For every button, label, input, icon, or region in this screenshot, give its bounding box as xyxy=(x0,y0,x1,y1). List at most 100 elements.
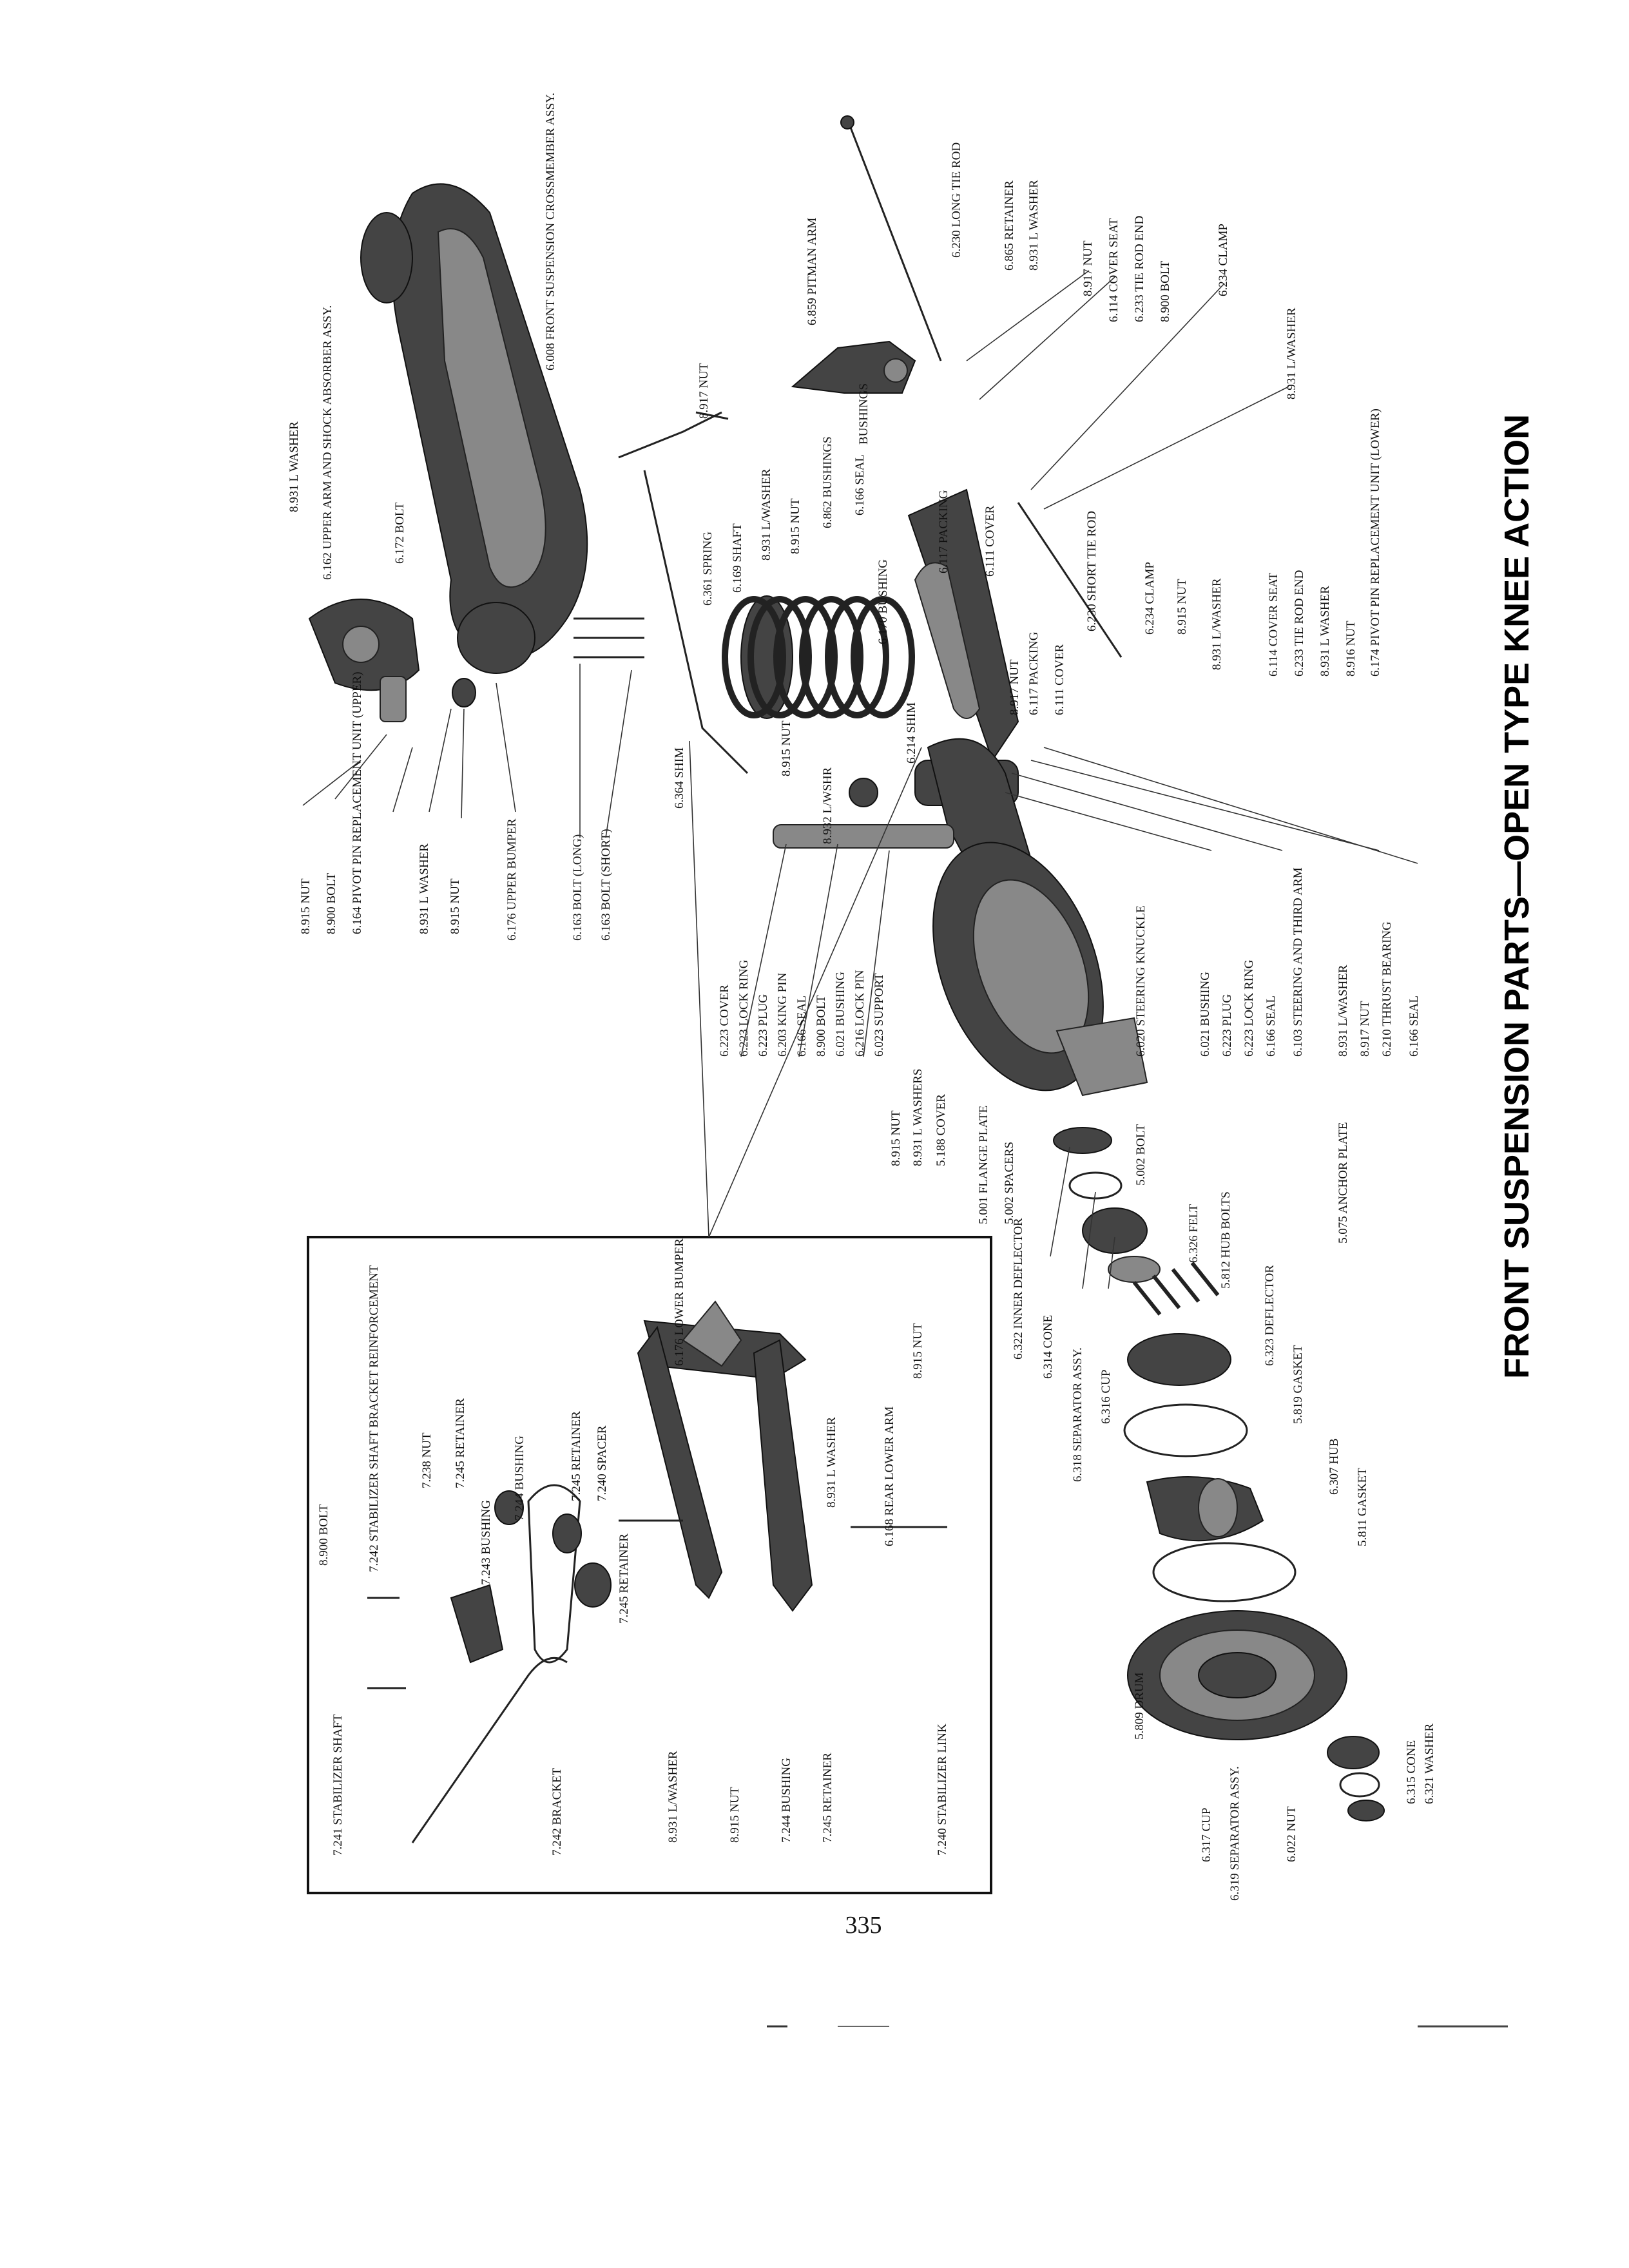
label-8931-l-washer-rm: 8.931 L/WASHER xyxy=(1210,578,1224,670)
label-6319-separator: 6.319 SEPARATOR ASSY. xyxy=(1228,1766,1242,1901)
label-inset-7245-retainer-d: 7.245 RETAINER xyxy=(821,1753,834,1843)
label-6317-cup: 6.317 CUP xyxy=(1200,1808,1213,1862)
label-6166-seal-c: 6.166 SEAL xyxy=(1407,995,1421,1057)
label-6021-bushing-b: 6.021 BUSHING xyxy=(1199,972,1212,1057)
label-8931-l-washer-far: 8.931 L/WASHER xyxy=(1285,307,1298,399)
label-6233-tie-rod-end-b: 6.233 TIE ROD END xyxy=(1293,570,1306,677)
upper-arm-drawing xyxy=(308,599,476,722)
label-inset-7242-reinforcement: 7.242 STABILIZER SHAFT BRACKET REINFORCE… xyxy=(367,1265,381,1572)
label-6164-pivot-pin: 6.164 PIVOT PIN REPLACEMENT UNIT (UPPER) xyxy=(351,672,364,934)
inset-drawing xyxy=(367,1300,947,1843)
label-6203-king-pin: 6.203 KING PIN xyxy=(776,972,789,1057)
label-6214-shim: 6.214 SHIM xyxy=(905,702,918,764)
label-6234-clamp-a: 6.234 CLAMP xyxy=(1217,224,1230,296)
leader-lines xyxy=(302,270,1418,1289)
label-6111-cover-b: 6.111 COVER xyxy=(1053,644,1066,715)
label-6022-nut: 6.022 NUT xyxy=(1285,1806,1298,1862)
label-inset-8915-nut-a: 8.915 NUT xyxy=(911,1323,925,1379)
label-8931-l-washers: 8.931 L WASHERS xyxy=(911,1069,925,1167)
label-6021-bushing-a: 6.021 BUSHING xyxy=(834,972,847,1057)
label-inset-7241-stabilizer-shaft: 7.241 STABILIZER SHAFT xyxy=(331,1714,345,1856)
label-inset-6176-lower-bumper: 6.176 LOWER BUMPER xyxy=(673,1238,686,1366)
label-8931-l-washer-rm2: 8.931 L WASHER xyxy=(1318,586,1332,677)
label-6322-inner-deflector: 6.322 INNER DEFLECTOR xyxy=(1012,1218,1025,1360)
label-6166-seal-k: 6.166 SEAL xyxy=(795,995,809,1057)
label-inset-7240-spacer: 7.240 SPACER xyxy=(595,1425,609,1501)
label-5811-gasket: 5.811 GASKET xyxy=(1356,1468,1369,1546)
label-5188-cover: 5.188 COVER xyxy=(934,1094,948,1166)
label-6223-cover: 6.223 COVER xyxy=(718,985,731,1057)
label-6859-pitman-arm: 6.859 PITMAN ARM xyxy=(805,218,819,325)
label-6862-bushings: 6.862 BUSHINGS xyxy=(821,436,834,528)
label-6114-cover-seat-a: 6.114 COVER SEAT xyxy=(1107,218,1121,322)
label-6316-cup: 6.316 CUP xyxy=(1099,1370,1113,1424)
label-inset-8915-nut-b: 8.915 NUT xyxy=(728,1787,742,1843)
label-8915-nut-b: 8.915 NUT xyxy=(448,878,462,934)
label-8931-l-washer-spring: 8.931 L/WASHER xyxy=(760,468,773,561)
label-8931-l-washer-ru: 8.931 L WASHER xyxy=(1027,180,1041,271)
label-6865-retainer: 6.865 RETAINER xyxy=(1003,180,1016,271)
label-5812-hub-bolts: 5.812 HUB BOLTS xyxy=(1219,1191,1233,1289)
label-6166-seal-a: 6.166 SEAL xyxy=(853,454,867,515)
label-6223-plug-b: 6.223 PLUG xyxy=(1220,994,1234,1057)
label-6210-thrust-bearing: 6.210 THRUST BEARING xyxy=(1380,921,1394,1057)
label-8931-l-washer-b: 8.931 L WASHER xyxy=(418,843,431,934)
label-8915-nut-k: 8.915 NUT xyxy=(780,720,793,776)
label-inset-7244-bushing-a: 7.244 BUSHING xyxy=(513,1436,526,1521)
label-inset-7238-nut: 7.238 NUT xyxy=(420,1432,434,1488)
label-8931-l-washer-a: 8.931 L WASHER xyxy=(287,421,301,512)
label-6361-spring: 6.361 SPRING xyxy=(701,532,715,606)
label-6223-lock-ring-a: 6.223 LOCK RING xyxy=(737,959,751,1057)
label-6234-clamp-b: 6.234 CLAMP xyxy=(1143,562,1157,635)
crossmember-drawing xyxy=(360,183,588,674)
label-6008-crossmember: 6.008 FRONT SUSPENSION CROSSMEMBER ASSY. xyxy=(544,93,557,370)
label-inset-8900-bolt: 8.900 BOLT xyxy=(317,1504,331,1566)
label-6230-short-tie-rod: 6.230 SHORT TIE ROD xyxy=(1085,511,1099,631)
label-5001-flange-plate: 5.001 FLANGE PLATE xyxy=(977,1106,990,1224)
label-8915-nut-a: 8.915 NUT xyxy=(299,878,313,934)
label-8900-bolt-a: 8.900 BOLT xyxy=(325,872,338,934)
label-8917-nut-top: 8.917 NUT xyxy=(697,363,711,419)
label-5002-bolt: 5.002 BOLT xyxy=(1134,1124,1148,1186)
label-6318-separator: 6.318 SEPARATOR ASSY. xyxy=(1071,1347,1084,1482)
label-8917-nut-k: 8.917 NUT xyxy=(1008,659,1021,715)
label-6307-hub: 6.307 HUB xyxy=(1327,1438,1341,1495)
hub-parts-drawing xyxy=(1053,1127,1385,1821)
tie-rod-drawing xyxy=(840,115,1123,658)
label-6323-deflector: 6.323 DEFLECTOR xyxy=(1263,1265,1277,1366)
label-6114-cover-seat-b: 6.114 COVER SEAT xyxy=(1267,572,1280,677)
label-6364-shim: 6.364 SHIM xyxy=(673,747,686,809)
label-5075-anchor-plate: 5.075 ANCHOR PLATE xyxy=(1336,1122,1350,1244)
label-inset-7245-retainer-a: 7.245 RETAINER xyxy=(454,1398,467,1488)
label-6223-plug-a: 6.223 PLUG xyxy=(757,994,770,1057)
label-6233-tie-rod-end-a: 6.233 TIE ROD END xyxy=(1133,216,1146,322)
label-6169-shaft: 6.169 SHAFT xyxy=(731,523,744,593)
label-6314-cone: 6.314 CONE xyxy=(1041,1315,1055,1379)
label-6117-packing-b: 6.117 PACKING xyxy=(1027,631,1041,715)
stabilizer-link-drawing xyxy=(618,411,749,774)
label-5809-drum: 5.809 DRUM xyxy=(1133,1672,1146,1740)
label-inset-7244-bushing-b: 7.244 BUSHING xyxy=(780,1758,793,1843)
label-6020-steering-knuckle: 6.020 STEERING KNUCKLE xyxy=(1134,905,1148,1057)
brake-plate-drawing xyxy=(932,841,1148,1097)
label-6163-bolt-long: 6.163 BOLT (LONG) xyxy=(571,834,584,941)
label-6163-bolt-short: 6.163 BOLT (SHORT) xyxy=(599,829,613,941)
pitman-arm-drawing xyxy=(791,340,916,394)
label-6230-long-tie-rod: 6.230 LONG TIE ROD xyxy=(950,142,963,258)
label-inset-7243-bushing: 7.243 BUSHING xyxy=(479,1500,493,1585)
label-8916-nut: 8.916 NUT xyxy=(1344,620,1358,677)
label-8915-nut-spring: 8.915 NUT xyxy=(789,498,802,554)
page-number: 335 xyxy=(845,1912,882,1939)
label-5002-spacers: 5.002 SPACERS xyxy=(1003,1142,1016,1224)
inset-frame xyxy=(307,1236,992,1894)
label-6223-lock-ring-b: 6.223 LOCK RING xyxy=(1242,959,1256,1057)
label-8917-nut-kr: 8.917 NUT xyxy=(1358,1001,1372,1057)
label-8900-bolt-ru: 8.900 BOLT xyxy=(1159,260,1172,322)
label-6162-upper-arm: 6.162 UPPER ARM AND SHOCK ABSORBER ASSY. xyxy=(321,305,334,580)
label-8917-nut-ru: 8.917 NUT xyxy=(1081,240,1095,296)
label-6111-cover-a: 6.111 COVER xyxy=(983,505,997,577)
inset-pointer-line-2 xyxy=(708,747,922,1238)
label-inset-8931-l-washer: 8.931 L WASHER xyxy=(825,1417,838,1508)
